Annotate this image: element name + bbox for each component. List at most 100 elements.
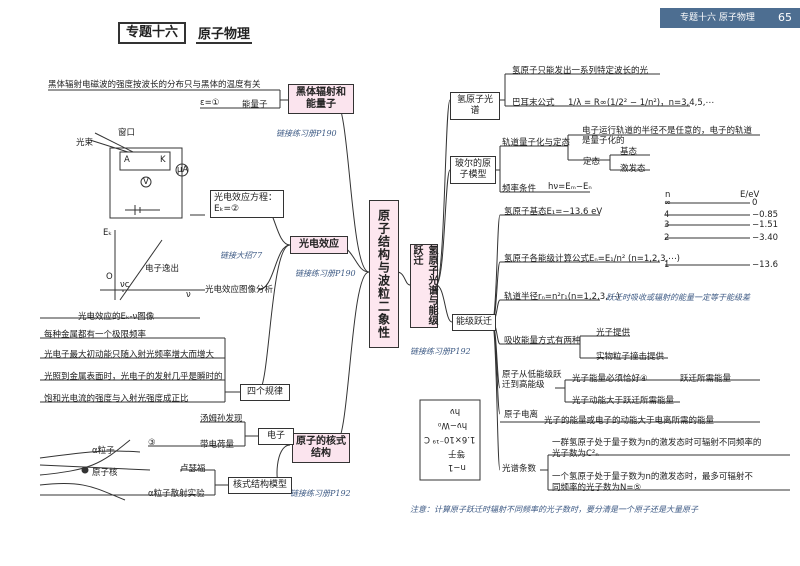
- nucleus-link: 链接练习册P192: [290, 489, 351, 498]
- center-topic: 原子结构与波粒二象性: [369, 200, 399, 348]
- transition-node: 能级跃迁: [452, 314, 496, 331]
- bohr-excited: 激发态: [620, 164, 646, 174]
- level-n-1: 1: [664, 260, 670, 270]
- spec-2b: 同频率的光子数为N=⑤: [552, 483, 642, 493]
- alpha-label: α粒子: [92, 446, 115, 456]
- level-e-3: −1.51: [752, 220, 779, 230]
- level-n-2: 2: [664, 233, 670, 243]
- ionize-desc: 光子的能量或电子的动能大于电离所需的能量: [544, 416, 715, 426]
- quantum-label: 能量子: [242, 100, 268, 110]
- absorb-photon: 光子提供: [596, 328, 631, 338]
- answer-3: 1.6×10⁻¹⁹ C: [424, 434, 476, 444]
- graph-ek: Eₖ: [103, 228, 112, 238]
- thomson: 汤姆孙发现: [200, 414, 243, 424]
- level-e-1: −13.6: [752, 260, 779, 270]
- absorb: 吸收能量方式有两种: [504, 336, 581, 346]
- charge-num: ③: [148, 438, 156, 448]
- header-tag-text: 专题十六 原子物理: [680, 13, 755, 23]
- bohr-ground: 基态: [620, 147, 638, 157]
- level-e-2: −3.40: [752, 233, 779, 243]
- photo-eq-title: 光电效应方程：: [214, 193, 278, 203]
- charge: 带电荷量: [200, 440, 235, 450]
- rule-4: 饱和光电流的强度与入射光强度成正比: [44, 394, 189, 404]
- nucleus-label: 原子核: [92, 468, 118, 478]
- ground-energy: 氢原子基态E₁=−13.6 eV: [504, 207, 603, 217]
- header-tag: 专题十六 原子物理 65: [660, 8, 800, 28]
- circuit-window: 窗口: [118, 128, 136, 138]
- title-badge: 专题十六: [118, 22, 187, 44]
- page-number: 65: [778, 11, 792, 24]
- header: 专题十六 原子物理 65: [0, 0, 800, 30]
- circuit-a: A: [124, 155, 130, 165]
- rule-3: 光照到金属表面时，光电子的发射几乎是瞬时的: [44, 372, 223, 382]
- rules-node: 四个规律: [240, 384, 290, 401]
- rutherford: 卢瑟福: [180, 464, 206, 474]
- level-e-4: −0.85: [752, 210, 779, 220]
- photo-analysis: 光电效应图像分析: [205, 285, 274, 295]
- circuit-source: 光束: [76, 138, 94, 148]
- answer-2: hν−W₀: [438, 420, 468, 430]
- graph-escape: 电子逸出: [145, 264, 180, 274]
- balmer-label: 巴耳末公式: [512, 98, 555, 108]
- page-title: 专题十六 原子物理: [118, 22, 253, 44]
- title-name: 原子物理: [196, 23, 253, 44]
- footnote: 注意：计算原子跃迁时辐射不同频率的光子数时，要分清是一个原子还是大量原子: [410, 505, 698, 514]
- graph-v: ν: [186, 290, 191, 300]
- alpha-exp: α粒子散射实验: [148, 489, 205, 499]
- energy-n-label: n: [665, 190, 671, 200]
- up-photon: 光子能量必须恰好④: [572, 374, 648, 384]
- up-transition: 原子从低能级跃迁到高能级: [502, 370, 562, 390]
- circuit-k: K: [160, 155, 166, 165]
- answer-5: n−1: [448, 462, 466, 472]
- spec-1b: 光子数为C²ₙ: [552, 449, 599, 459]
- bohr-freq: 频率条件: [502, 184, 537, 194]
- bohr-state: 定态: [583, 157, 601, 167]
- bohr-freq-formula: hν=Eₘ−Eₙ: [548, 182, 592, 192]
- photo-link-2: 链接练习册P190: [295, 269, 356, 278]
- circuit-ua: μA: [177, 165, 189, 175]
- rule-1: 每种金属都有一个极限频率: [44, 330, 147, 340]
- bohr-node: 玻尔的原子模型: [450, 156, 496, 184]
- blackbody-epsilon: ε=①: [200, 98, 220, 108]
- spec-num: 光谱条数: [502, 464, 537, 474]
- graph-o: O: [106, 272, 113, 282]
- photoelectric-node: 光电效应: [290, 236, 348, 254]
- bohr-quant-desc2: 是量子化的: [582, 136, 625, 146]
- hydrogen-node: 氢原子光谱与能级跃迁: [410, 244, 438, 328]
- up-photon-tail: 跃迁所需能量: [680, 374, 732, 384]
- rule-2: 光电子最大初动能只随入射光频率增大而增大: [44, 350, 215, 360]
- transition-note: 跃迁时吸收或辐射的能量一定等于能级差: [606, 293, 750, 302]
- balmer-formula: 1/λ = R∞(1/2² − 1/n²)，n=3,4,5,⋯: [568, 98, 714, 108]
- ionize: 原子电离: [504, 410, 539, 420]
- photo-link-1: 链接大招77: [220, 251, 263, 260]
- bohr-quant-desc1: 电子运行轨道的半径不是任意的，电子的轨道: [582, 126, 753, 136]
- spectrum-node: 氢原子光谱: [450, 92, 500, 120]
- levels-formula: 氢原子各能级计算公式Eₙ=E₁/n² (n=1,2,3,⋯): [504, 254, 680, 264]
- blackbody-leaf: 黑体辐射电磁波的强度按波长的分布只与黑体的温度有关: [48, 80, 261, 90]
- absorb-collision: 实物粒子撞击提供: [596, 352, 665, 362]
- photo-graph-caption: 光电效应的Eₖ-ν图像: [78, 312, 155, 322]
- electron-node: 电子: [258, 428, 294, 445]
- graph-vc: νc: [120, 280, 130, 290]
- answer-4: 等于: [448, 448, 466, 458]
- level-e-inf: 0: [752, 198, 758, 208]
- spectrum-leaf: 氢原子只能发出一系列特定波长的光: [512, 66, 649, 76]
- nucleus-node: 原子的核式结构: [292, 433, 350, 463]
- model-node: 核式结构模型: [228, 477, 292, 494]
- blackbody-node: 黑体辐射和能量子: [288, 84, 354, 114]
- level-n-3: 3: [664, 220, 670, 230]
- spec-2: 一个氢原子处于量子数为n的激发态时，最多可辐射不: [552, 472, 753, 482]
- blackbody-link: 链接练习册P190: [276, 129, 337, 138]
- photo-eq: Eₖ=②: [214, 204, 240, 214]
- energy-unit: E/eV: [740, 190, 760, 200]
- level-n-4: 4: [664, 210, 670, 220]
- circuit-v: V: [143, 177, 149, 187]
- photo-equation-box: 光电效应方程： Eₖ=②: [210, 190, 284, 218]
- hydrogen-link: 链接练习册P192: [410, 347, 471, 356]
- up-electron: 光子动能大于跃迁所需能量: [572, 396, 675, 406]
- bohr-quant: 轨道量子化与定态: [502, 138, 571, 148]
- answer-1: hν: [450, 406, 461, 416]
- level-n-inf: ∞: [664, 198, 672, 208]
